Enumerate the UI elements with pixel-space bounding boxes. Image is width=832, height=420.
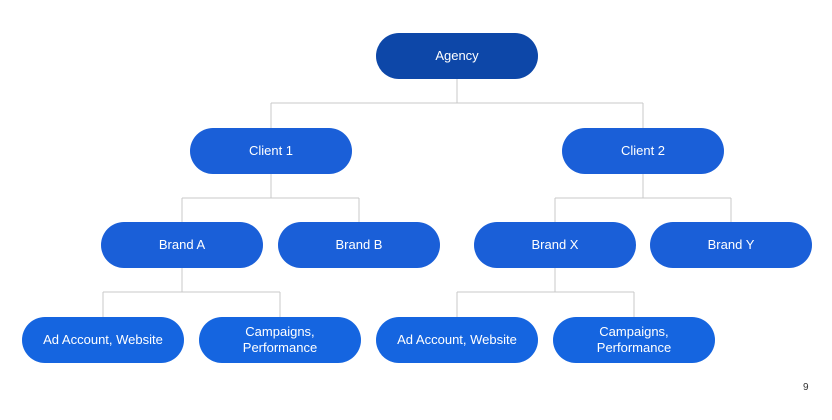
- node-client-2: Client 2: [562, 128, 724, 174]
- node-label: Ad Account, Website: [397, 332, 517, 347]
- node-label: Client 2: [620, 143, 666, 158]
- node-label: Agency: [435, 48, 479, 63]
- node-label: Campaigns, Performance: [596, 324, 672, 355]
- node-brand-x-ad-account-website: Ad Account, Website: [376, 317, 538, 363]
- node-brand-x-campaigns-performance: Campaigns, Performance: [553, 317, 715, 363]
- node-label: Brand Y: [707, 237, 755, 252]
- node-brand-a: Brand A: [101, 222, 263, 268]
- node-label: Brand A: [158, 237, 206, 252]
- node-label: Campaigns, Performance: [242, 324, 318, 355]
- node-label: Ad Account, Website: [43, 332, 163, 347]
- node-brand-x: Brand X: [474, 222, 636, 268]
- node-brand-a-ad-account-website: Ad Account, Website: [22, 317, 184, 363]
- node-agency: Agency: [376, 33, 538, 79]
- node-label: Brand B: [335, 237, 383, 252]
- node-brand-b: Brand B: [278, 222, 440, 268]
- page-number: 9: [803, 382, 809, 393]
- node-brand-a-campaigns-performance: Campaigns, Performance: [199, 317, 361, 363]
- node-brand-y: Brand Y: [650, 222, 812, 268]
- node-client-1: Client 1: [190, 128, 352, 174]
- node-label: Client 1: [248, 143, 294, 158]
- node-label: Brand X: [531, 237, 579, 252]
